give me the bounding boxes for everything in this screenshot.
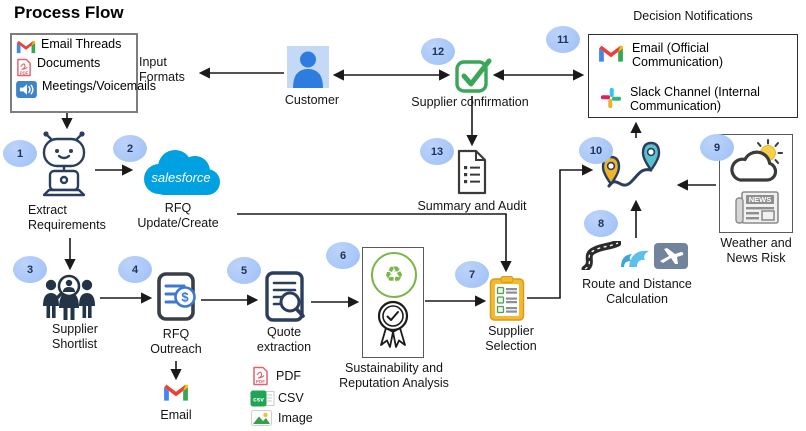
format-image-label: Image	[278, 411, 313, 425]
sustainability-label: Sustainability and Reputation Analysis	[339, 361, 449, 390]
notification-email-label: Email (Official Communication)	[632, 41, 724, 70]
input-format-email-threads: Email Threads	[16, 37, 132, 54]
supplier-shortlist-icon	[43, 274, 95, 320]
supplier-selection-label: Supplier Selection	[485, 324, 537, 353]
gmail-icon	[16, 40, 36, 54]
rfq-outreach-icon: $	[157, 272, 196, 321]
decision-notifications-title: Decision Notifications	[633, 9, 753, 23]
step-badge-10: 10	[579, 137, 613, 164]
recycle-icon: ♻	[371, 252, 417, 298]
svg-text:salesforce: salesforce	[151, 170, 210, 185]
input-format-meetings: Meetings/Voicemails	[16, 79, 156, 98]
gmail-icon	[164, 384, 188, 401]
email-channel-label: Email	[160, 408, 192, 422]
image-icon	[251, 410, 272, 426]
step-badge-7: 7	[455, 261, 489, 288]
input-formats-box: Email Threads PDF Documents Meetings/Voi…	[10, 33, 156, 113]
input-format-label: Email Threads	[41, 37, 122, 51]
quote-extraction-label: Quote extraction	[256, 325, 312, 354]
format-csv-label: CSV	[278, 391, 304, 405]
speaker-icon	[16, 81, 37, 98]
svg-text:$: $	[181, 290, 189, 305]
step-badge-13: 13	[420, 138, 454, 165]
weather-icon	[730, 139, 783, 182]
page-title: Process Flow	[14, 3, 124, 22]
customer-label: Customer	[284, 93, 340, 107]
customer-icon	[287, 46, 329, 88]
wave-icon	[621, 250, 649, 267]
airplane-icon	[654, 243, 688, 269]
robot-icon	[42, 131, 86, 197]
input-format-label: Meetings/Voicemails	[42, 79, 156, 93]
pdf-icon: PDF	[17, 58, 31, 77]
step-badge-8: 8	[584, 210, 618, 237]
step-badge-12: 12	[421, 38, 455, 65]
salesforce-icon: salesforce	[144, 150, 220, 195]
notification-slack-row: Slack Channel (Internal Communication)	[600, 85, 760, 114]
supplier-shortlist-label: Supplier Shortlist	[52, 322, 98, 351]
svg-text:PDF: PDF	[20, 70, 29, 75]
notification-slack-label: Slack Channel (Internal Communication)	[630, 85, 760, 114]
input-formats-side-label: Input Formats	[139, 55, 185, 84]
slack-icon	[600, 87, 622, 109]
step-badge-5: 5	[227, 257, 261, 284]
notification-email-row: Email (Official Communication)	[598, 41, 723, 70]
supplier-selection-icon	[489, 276, 525, 321]
step-badge-6: 6	[326, 242, 360, 269]
svg-text:PDF: PDF	[256, 379, 265, 384]
extract-requirements-label: Extract Requirements	[28, 203, 106, 232]
supplier-confirmation-label: Supplier confirmation	[411, 95, 529, 109]
rfq-outreach-label: RFQ Outreach	[150, 327, 202, 356]
svg-text:csv: csv	[253, 397, 264, 404]
route-distance-label: Route and Distance Calculation	[582, 277, 692, 306]
step-badge-4: 4	[118, 256, 152, 283]
weather-news-label: Weather and News Risk	[720, 236, 792, 265]
svg-text:NEWS: NEWS	[749, 195, 772, 204]
summary-audit-label: Summary and Audit	[417, 199, 527, 213]
gmail-icon	[599, 45, 623, 62]
pdf-icon: PDF	[253, 366, 268, 386]
supplier-confirmation-icon	[455, 58, 492, 93]
news-icon: NEWS	[735, 191, 779, 224]
input-format-documents: PDF Documents	[16, 56, 132, 77]
step-badge-2: 2	[113, 135, 147, 162]
award-icon	[377, 300, 409, 348]
csv-icon: csv	[250, 390, 275, 407]
summary-audit-icon	[457, 149, 487, 195]
input-format-label: Documents	[37, 56, 101, 70]
step-badge-3: 3	[13, 256, 47, 283]
quote-extraction-icon	[265, 271, 305, 322]
rfq-update-create-label: RFQ Update/Create	[137, 201, 219, 230]
decision-notifications-box: Email (Official Communication) Slack Cha…	[588, 34, 798, 118]
step-badge-1: 1	[3, 140, 37, 167]
format-pdf-label: PDF	[276, 369, 301, 383]
road-icon	[581, 241, 621, 270]
step-badge-11: 11	[546, 26, 580, 53]
step-badge-9: 9	[700, 134, 734, 161]
